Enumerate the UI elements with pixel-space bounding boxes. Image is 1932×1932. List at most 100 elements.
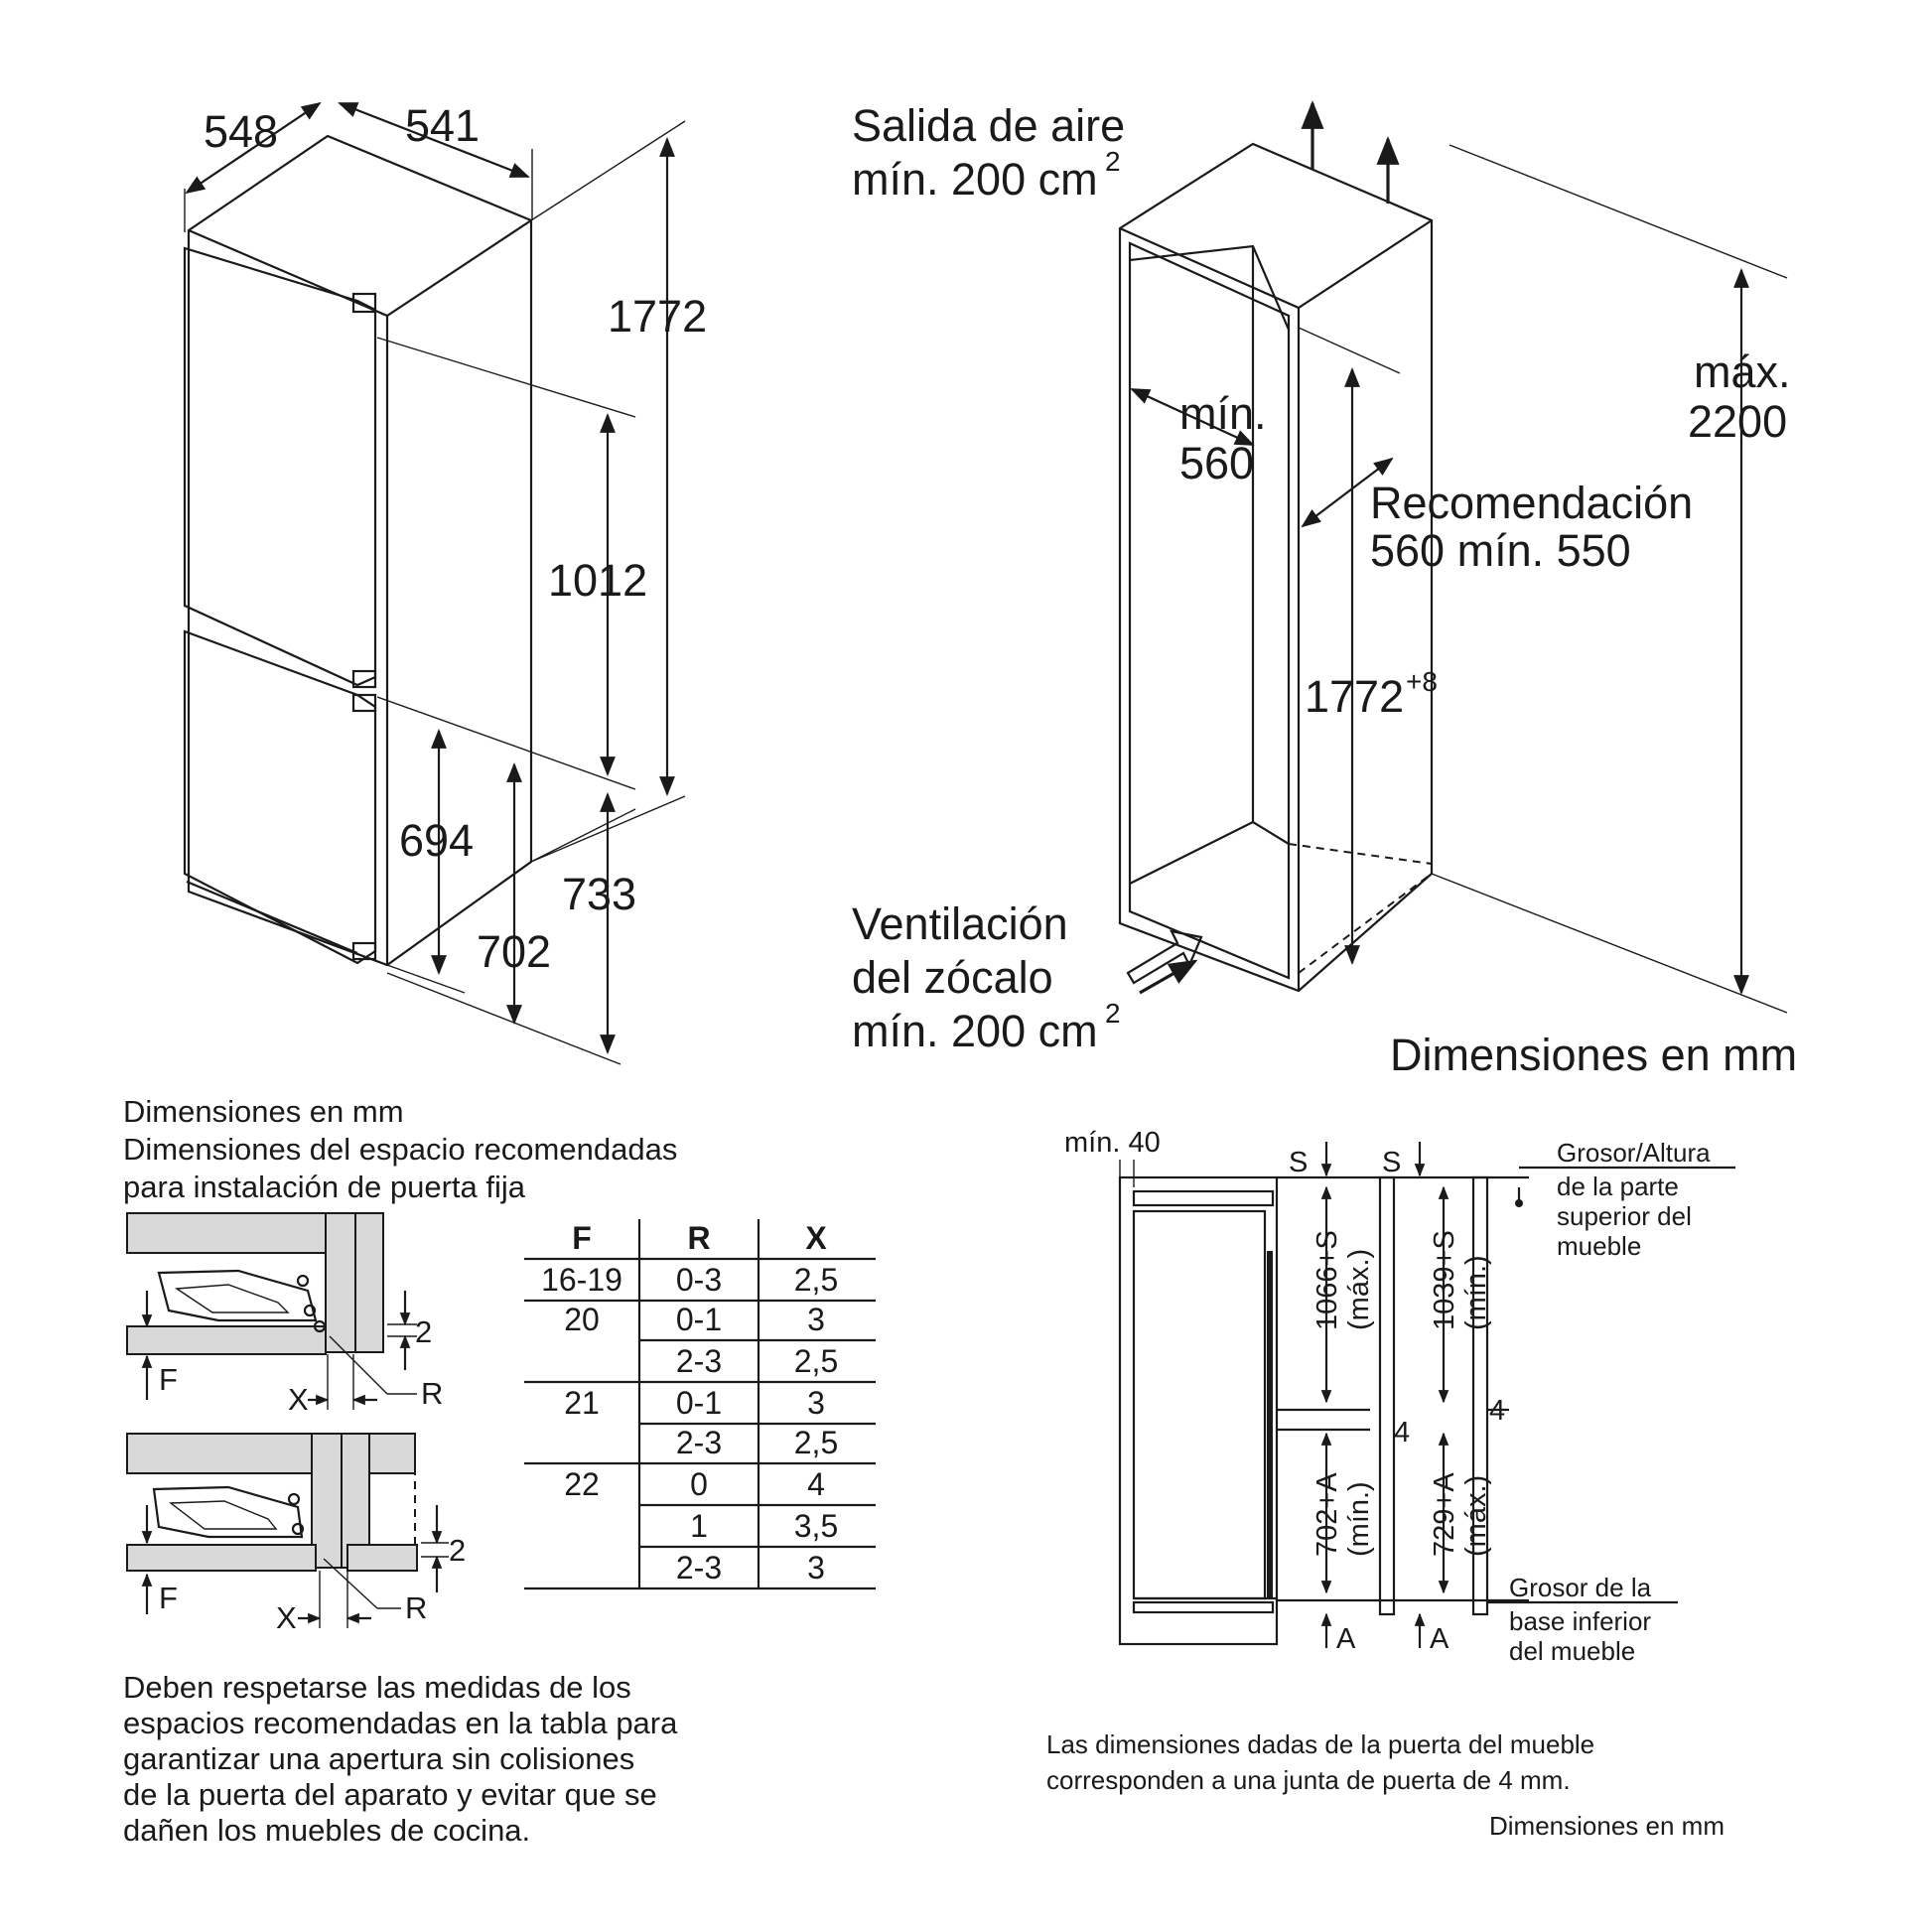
air-outlet-line1: Salida de aire: [852, 100, 1125, 151]
max-height-line2: 2200: [1688, 396, 1787, 447]
table-cell: 4: [807, 1466, 825, 1502]
fridge-drawing: 548 541 1772 1012 694 702 733: [183, 100, 707, 1065]
table-cell: 3: [807, 1385, 825, 1421]
gap-section: Dimensiones en mm Dimensiones del espaci…: [123, 1094, 876, 1848]
air-outlet-line2: mín. 200 cm: [852, 154, 1098, 205]
f-label-1: F: [159, 1362, 178, 1397]
ext-733-bot: [386, 972, 621, 1065]
dim-702-label: 702: [477, 926, 551, 977]
hinge-mid: [351, 669, 377, 689]
door-units-label: Dimensiones en mm: [1489, 1811, 1725, 1841]
dim-min560-line: [1130, 388, 1255, 446]
table-cell: 0: [690, 1466, 708, 1502]
cabinet-side-1: [325, 1212, 356, 1353]
pivot-2: [303, 1304, 317, 1317]
table-cell: 2,5: [794, 1262, 838, 1298]
plinth-line1: Ventilación: [852, 898, 1068, 949]
gap-2-label-2: 2: [449, 1533, 466, 1568]
gap-4-label-right: 4: [1489, 1395, 1505, 1427]
ext-2200-bot: [1431, 873, 1788, 1014]
table-cell: 2-3: [676, 1425, 722, 1460]
door-note-line1: Las dimensiones dadas de la puerta del m…: [1046, 1729, 1594, 1759]
niche-dash-bottom: [1288, 843, 1433, 865]
dim-1772-label: 1772: [608, 291, 707, 342]
lower-max-label: 729+A (máx.): [1429, 1472, 1492, 1557]
door-panel: [126, 1325, 327, 1355]
x-label-2: X: [276, 1600, 297, 1635]
table-cell: 0-1: [676, 1385, 722, 1421]
ext-733-top: [530, 808, 636, 863]
min-40-label: mín. 40: [1064, 1127, 1161, 1159]
svg-text:(máx.): (máx.): [1460, 1475, 1492, 1557]
table-cell: 16-19: [541, 1262, 622, 1298]
hinge-detail-2: F 2 X R: [126, 1433, 466, 1635]
min-width-line2: 560: [1179, 438, 1254, 488]
niche-top-edge: [1119, 219, 1433, 310]
dim-548-label: 548: [204, 106, 278, 157]
pivot-3: [313, 1319, 327, 1333]
table-header-x: X: [805, 1220, 827, 1256]
hinge-inner-2: [169, 1500, 278, 1530]
svg-text:(mín.): (mín.): [1343, 1481, 1375, 1557]
hinge-detail-1: F 2 X R: [126, 1212, 443, 1417]
door-panel-2b: [346, 1544, 418, 1572]
gap-table: F R X 16-19 0-3 2,5 20 0-1 3 2-3 2,5 21 …: [524, 1219, 876, 1590]
table-cell: 2,5: [794, 1343, 838, 1379]
plinth-air-outline-arrow: [1126, 929, 1203, 985]
plinth-line2: del zócalo: [852, 952, 1053, 1003]
top-label-line4: mueble: [1557, 1231, 1641, 1261]
door-section: mín. 40 S S 1066+S (máx.) 103: [1046, 1127, 1735, 1841]
niche-drawing: Salida de aire mín. 200 cm 2 mín. 560 Re…: [852, 100, 1797, 1080]
plinth-line3: mín. 200 cm: [852, 1006, 1098, 1056]
r-label-2: R: [405, 1590, 427, 1625]
lower-min-label: 702+A (mín.): [1311, 1472, 1375, 1557]
upper-min-label: 1039+S (mín.): [1429, 1230, 1492, 1330]
svg-text:729+A: 729+A: [1429, 1472, 1460, 1557]
base-label-line1: Grosor de la: [1509, 1573, 1652, 1602]
f-label-2: F: [159, 1581, 178, 1615]
dim-548-line: [185, 101, 322, 195]
top-rail: [1132, 1189, 1275, 1207]
niche-inner-side: [1128, 241, 1291, 980]
hinge-mid2: [351, 693, 377, 713]
cabinet-top-panel: [126, 1212, 332, 1254]
ext-1772-top: [530, 120, 686, 221]
table-cell: 0-1: [676, 1302, 722, 1337]
gaps-note-line5: dañen los muebles de cocina.: [123, 1813, 530, 1848]
a-label-1: A: [1336, 1623, 1356, 1655]
min-width-line1: mín.: [1179, 388, 1267, 439]
niche-bottom-shelf: [1129, 820, 1290, 885]
niche-top-shelf: [1129, 244, 1291, 331]
pivot-1: [296, 1274, 310, 1288]
top-label-dot: [1515, 1199, 1523, 1207]
s-label-1: S: [1289, 1147, 1308, 1178]
table-cell: 3: [807, 1550, 825, 1586]
svg-text:1066+S: 1066+S: [1311, 1230, 1343, 1330]
top-label-line3: superior del: [1557, 1201, 1692, 1231]
max-height-line1: máx.: [1694, 346, 1791, 397]
table-cell: 22: [564, 1466, 600, 1502]
gaps-note-line4: de la puerta del aparato y evitar que se: [123, 1777, 657, 1812]
base-label-line3: del mueble: [1509, 1636, 1635, 1666]
pivot-4: [287, 1492, 301, 1506]
door-inner: [1132, 1209, 1267, 1600]
table-cell: 20: [564, 1302, 600, 1337]
ext-1012-bot: [376, 696, 636, 790]
pivot-5: [291, 1522, 305, 1536]
table-cell: 1: [690, 1508, 708, 1544]
upper-max-label: 1066+S (máx.): [1311, 1230, 1375, 1330]
plinth-sup: 2: [1105, 998, 1121, 1029]
base-rail: [1132, 1600, 1275, 1614]
dim-733-label: 733: [562, 869, 636, 919]
svg-text:1039+S: 1039+S: [1429, 1230, 1460, 1330]
gaps-heading-line1: Dimensiones en mm: [123, 1094, 404, 1129]
x-label-1: X: [288, 1382, 309, 1417]
gaps-note-line2: espacios recomendadas en la tabla para: [123, 1706, 678, 1740]
table-cell: 2-3: [676, 1343, 722, 1379]
table-cell: 3: [807, 1302, 825, 1337]
gaps-heading-line3: para instalación de puerta fija: [123, 1170, 526, 1204]
dim-694-label: 694: [399, 815, 474, 866]
gap-4-label-mid: 4: [1394, 1417, 1410, 1449]
s-label-2: S: [1382, 1147, 1401, 1178]
